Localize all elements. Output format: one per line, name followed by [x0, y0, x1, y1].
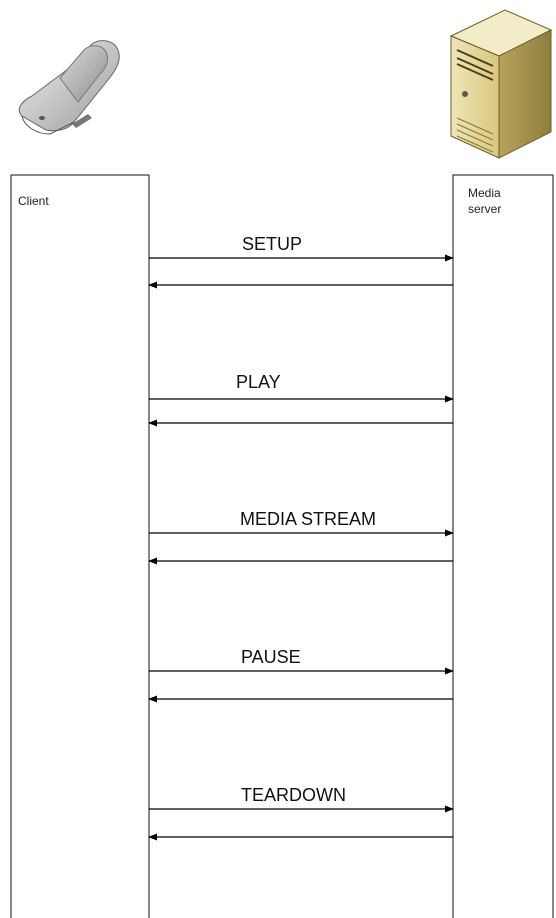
server-label-line2: server — [468, 202, 501, 216]
message-label-teardown: TEARDOWN — [241, 785, 346, 805]
mobile-phone-icon — [18, 40, 120, 135]
message-setup: SETUP — [148, 234, 454, 289]
message-label-pause: PAUSE — [241, 647, 301, 667]
message-label-media-stream: MEDIA STREAM — [240, 509, 376, 529]
message-teardown: TEARDOWN — [148, 785, 454, 841]
client-lane — [10, 174, 150, 918]
message-label-setup: SETUP — [242, 234, 302, 254]
message-label-play: PLAY — [236, 372, 281, 392]
server-label-line1: Media — [468, 186, 501, 200]
server-tower-icon — [449, 9, 553, 159]
message-play: PLAY — [148, 372, 454, 427]
server-lane — [452, 174, 554, 918]
message-media-stream: MEDIA STREAM — [148, 509, 454, 565]
message-pause: PAUSE — [148, 647, 454, 703]
client-label: Client — [18, 194, 49, 208]
